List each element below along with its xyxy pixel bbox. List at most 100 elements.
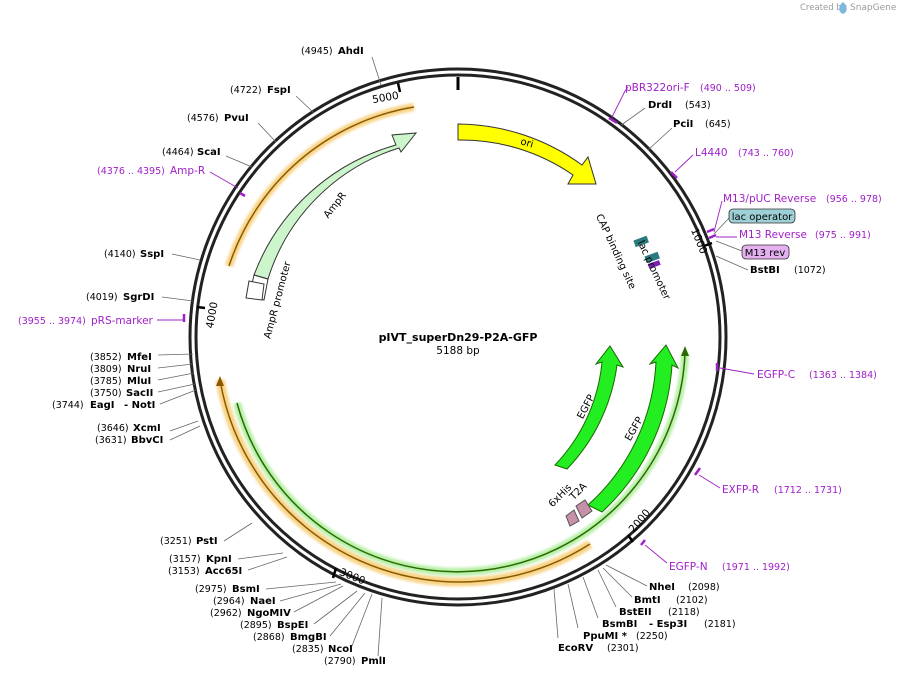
enzyme-SacII[interactable]: (3750) SacII: [90, 383, 196, 399]
primer-EGFP-C[interactable]: EGFP-C (1363 .. 1384): [715, 363, 877, 381]
enzyme-NgoMIV[interactable]: (2962) NgoMIV: [210, 585, 344, 619]
svg-text:SgrDI: SgrDI: [123, 292, 154, 303]
enzyme-DrdI[interactable]: DrdI (543): [619, 100, 711, 127]
enzyme-MluI[interactable]: (3785) MluI: [90, 372, 195, 387]
enzyme-BsmBI-Esp3I[interactable]: BsmBI - Esp3I (2181): [582, 576, 736, 630]
svg-text:DrdI: DrdI: [648, 100, 672, 111]
credit-text: Created by: [800, 3, 847, 13]
svg-text:NcoI: NcoI: [328, 644, 353, 655]
enzyme-BspEI[interactable]: (2895) BspEI: [240, 590, 358, 631]
lac-primer-feature[interactable]: [647, 260, 661, 269]
svg-text:(3955 .. 3974): (3955 .. 3974): [18, 316, 86, 327]
green-orf-arrowhead: [681, 346, 689, 356]
enzyme-NaeI[interactable]: (2964) NaeI: [213, 583, 342, 607]
svg-text:(2250): (2250): [636, 631, 668, 642]
svg-text:(2975): (2975): [195, 584, 227, 595]
svg-text:(2181): (2181): [704, 619, 736, 630]
primer-M13-Reverse[interactable]: M13 Reverse (975 .. 991): [708, 229, 871, 241]
ampr-feature-arrow[interactable]: [253, 132, 418, 280]
svg-text:(4376 .. 4395): (4376 .. 4395): [97, 166, 165, 177]
svg-text:(4576): (4576): [187, 113, 219, 124]
ori-feature-arrow[interactable]: [457, 123, 597, 185]
enzyme-FspI[interactable]: (4722) FspI: [230, 85, 315, 114]
svg-text:(1072): (1072): [794, 265, 826, 276]
tick-5000: 5000: [371, 82, 402, 106]
svg-text:(4945): (4945): [301, 46, 333, 57]
enzyme-PvuI[interactable]: (4576) PvuI: [187, 113, 277, 143]
enzyme-BsmI[interactable]: (2975) BsmI: [195, 581, 337, 595]
enzyme-XcmI[interactable]: (3646) XcmI: [97, 420, 199, 434]
svg-text:(4722): (4722): [230, 85, 262, 96]
primer-EXFP-R[interactable]: EXFP-R (1712 .. 1731): [693, 467, 842, 496]
lower-orf-arrowhead: [216, 376, 224, 386]
svg-text:(4140): (4140): [104, 249, 136, 260]
egfp-feature-arrow-1[interactable]: [554, 345, 625, 470]
enzyme-SgrDI[interactable]: (4019) SgrDI: [86, 292, 194, 303]
svg-text:SacII: SacII: [126, 388, 153, 399]
ampr-promoter-arrow[interactable]: [245, 280, 265, 301]
svg-text:(3785): (3785): [90, 376, 122, 387]
enzyme-BbvCI[interactable]: (3631) BbvCI: [95, 425, 201, 446]
enzyme-PmlI[interactable]: (2790) PmlI: [324, 597, 386, 667]
svg-text:(543): (543): [685, 100, 711, 111]
enzyme-NcoI[interactable]: (2835) NcoI: [292, 593, 373, 655]
enzyme-SspI[interactable]: (4140) SspI: [104, 249, 201, 261]
his-tag-feature[interactable]: [565, 509, 580, 527]
svg-text:EcoRV: EcoRV: [558, 643, 593, 654]
enzyme-PpuMI[interactable]: PpuMI * (2250): [567, 583, 668, 642]
svg-text:EXFP-R: EXFP-R: [722, 484, 759, 496]
enzyme-NheI[interactable]: NheI (2098): [605, 564, 720, 593]
t2a-feature[interactable]: [575, 499, 593, 519]
lac-operator-box[interactable]: lac operator: [713, 208, 796, 235]
m13-rev-box[interactable]: M13 rev: [715, 240, 790, 260]
enzyme-BstEII[interactable]: BstEII (2118): [597, 569, 700, 618]
svg-text:4000: 4000: [204, 301, 220, 329]
svg-text:L4440: L4440: [695, 147, 728, 159]
svg-text:(2790): (2790): [324, 656, 356, 667]
enzyme-AhdI[interactable]: (4945) AhdI: [301, 46, 382, 86]
svg-text:PstI: PstI: [196, 536, 218, 547]
svg-text:NruI: NruI: [127, 364, 151, 375]
enzyme-Acc65I[interactable]: (3153) Acc65I: [168, 556, 288, 577]
svg-text:Amp-R: Amp-R: [170, 165, 205, 177]
svg-text:(3750): (3750): [90, 388, 122, 399]
svg-text:(490 .. 509): (490 .. 509): [700, 83, 756, 94]
svg-text:XcmI: XcmI: [133, 423, 161, 434]
backbone-outer: [188, 67, 728, 607]
enzyme-BstBI[interactable]: BstBI (1072): [715, 255, 826, 276]
svg-text:- Esp3I: - Esp3I: [649, 619, 687, 630]
cap-site-feature[interactable]: [633, 235, 649, 248]
svg-text:(3646): (3646): [97, 423, 129, 434]
svg-text:(3153): (3153): [168, 566, 200, 577]
enzyme-MfeI[interactable]: (3852) MfeI: [90, 352, 194, 363]
primer-EGFP-N[interactable]: EGFP-N (1971 .. 1992): [640, 539, 790, 573]
tick-4000: 4000: [196, 301, 221, 329]
enzyme-BmtI[interactable]: BmtI (2102): [602, 567, 708, 606]
lac-operator-feature[interactable]: [644, 251, 660, 264]
enzyme-PciI[interactable]: PciI (645): [647, 119, 731, 151]
svg-text:NgoMIV: NgoMIV: [247, 608, 291, 619]
primer-L4440[interactable]: L4440 (743 .. 760): [670, 147, 794, 179]
enzyme-EcoRV[interactable]: EcoRV (2301): [553, 588, 639, 654]
primer-pRS-marker[interactable]: (3955 .. 3974) pRS-marker: [18, 314, 186, 327]
enzyme-PstI[interactable]: (3251) PstI: [160, 522, 253, 547]
egfp-feature-arrow-2[interactable]: [587, 344, 680, 513]
svg-text:(975 .. 991): (975 .. 991): [815, 230, 871, 241]
svg-text:PvuI: PvuI: [224, 113, 249, 124]
svg-text:BstBI: BstBI: [750, 265, 780, 276]
svg-text:BstEII: BstEII: [619, 607, 652, 618]
enzyme-ScaI[interactable]: (4464) ScaI: [162, 147, 253, 168]
svg-text:(2962): (2962): [210, 608, 242, 619]
svg-text:PpuMI *: PpuMI *: [583, 631, 628, 642]
enzyme-KpnI[interactable]: (3157) KpnI: [169, 552, 284, 565]
enzyme-NruI[interactable]: (3809) NruI: [90, 363, 194, 375]
enzyme-BmgBI[interactable]: (2868) BmgBI: [253, 592, 366, 643]
primer-Amp-R[interactable]: (4376 .. 4395) Amp-R: [97, 165, 246, 198]
primer-M13-pUC-Reverse[interactable]: M13/pUC Reverse (956 .. 978): [706, 193, 882, 234]
t2a-label: T2A: [567, 481, 589, 503]
svg-text:PmlI: PmlI: [361, 656, 386, 667]
primer-pBR322ori-F[interactable]: pBR322ori-F (490 .. 509): [608, 82, 756, 125]
enzyme-EagI-NotI[interactable]: (3744) EagI - NotI: [52, 389, 197, 411]
svg-text:pRS-marker: pRS-marker: [91, 315, 154, 327]
svg-text:(3744): (3744): [52, 400, 84, 411]
